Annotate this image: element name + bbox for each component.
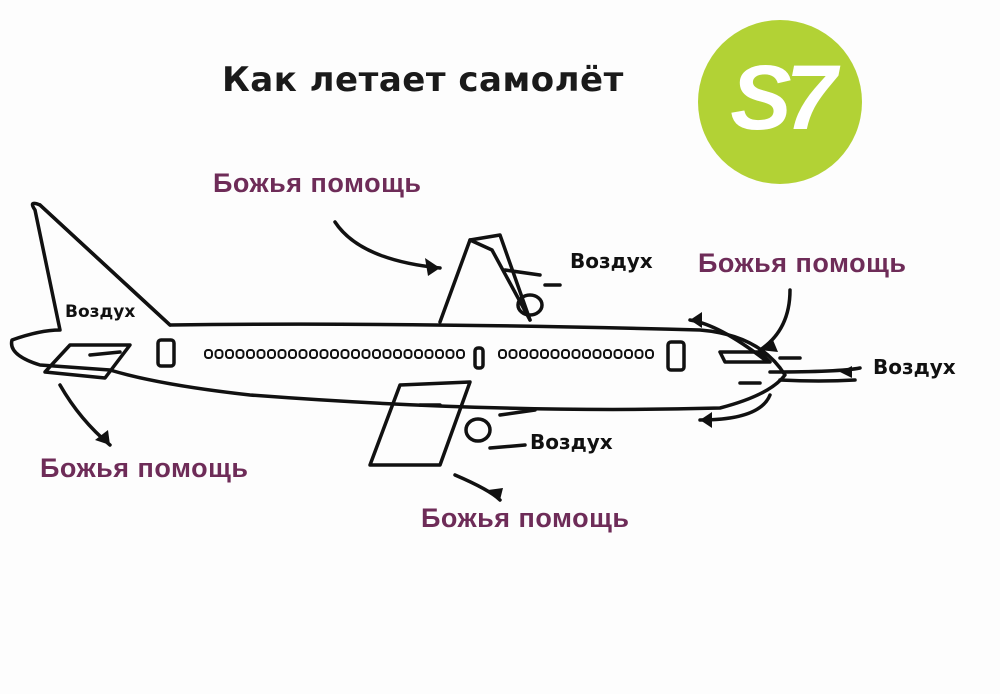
label-air-lower-wing: Воздух [530,430,613,454]
window [267,349,276,359]
window [414,349,423,359]
window [246,349,255,359]
label-god-help-wing: Божья помощь [421,503,630,533]
window [288,349,297,359]
window [424,349,434,359]
window [435,349,444,359]
window [330,349,339,359]
lower-wing [368,380,472,467]
window [456,349,465,359]
logo-circle [698,20,862,184]
window [340,349,350,359]
window [529,349,539,359]
window [403,349,413,359]
window [561,349,570,359]
window [393,349,402,359]
window [550,349,560,359]
window [603,349,612,359]
window [634,349,644,359]
upper-wing [438,233,532,324]
window-row: /* windows drawn below */ [204,349,654,359]
window [309,349,318,359]
page-title: Как летает самолёт [222,60,624,100]
window [540,349,549,359]
window [613,349,623,359]
window [298,349,308,359]
stabilizer [43,343,132,380]
window [382,349,392,359]
window [645,349,654,359]
window [225,349,234,359]
label-air-nose: Воздух [873,355,956,379]
window [571,349,581,359]
window [277,349,287,359]
window [214,349,224,359]
logo-text: S7 [730,47,837,149]
window [256,349,266,359]
window [624,349,633,359]
window [361,349,371,359]
label-god-help-top: Божья помощь [213,168,422,198]
label-air-upper-wing: Воздух [570,249,653,273]
window [351,349,360,359]
label-god-help-nose: Божья помощь [698,248,907,278]
fuselage [9,201,787,412]
window [508,349,518,359]
window [204,349,213,359]
label-god-help-tail: Божья помощь [40,453,249,483]
window [319,349,329,359]
window [582,349,591,359]
window [592,349,602,359]
label-air-tail: Воздух [65,302,136,322]
window [235,349,245,359]
window [498,349,507,359]
window [445,349,455,359]
window [519,349,528,359]
window [372,349,381,359]
